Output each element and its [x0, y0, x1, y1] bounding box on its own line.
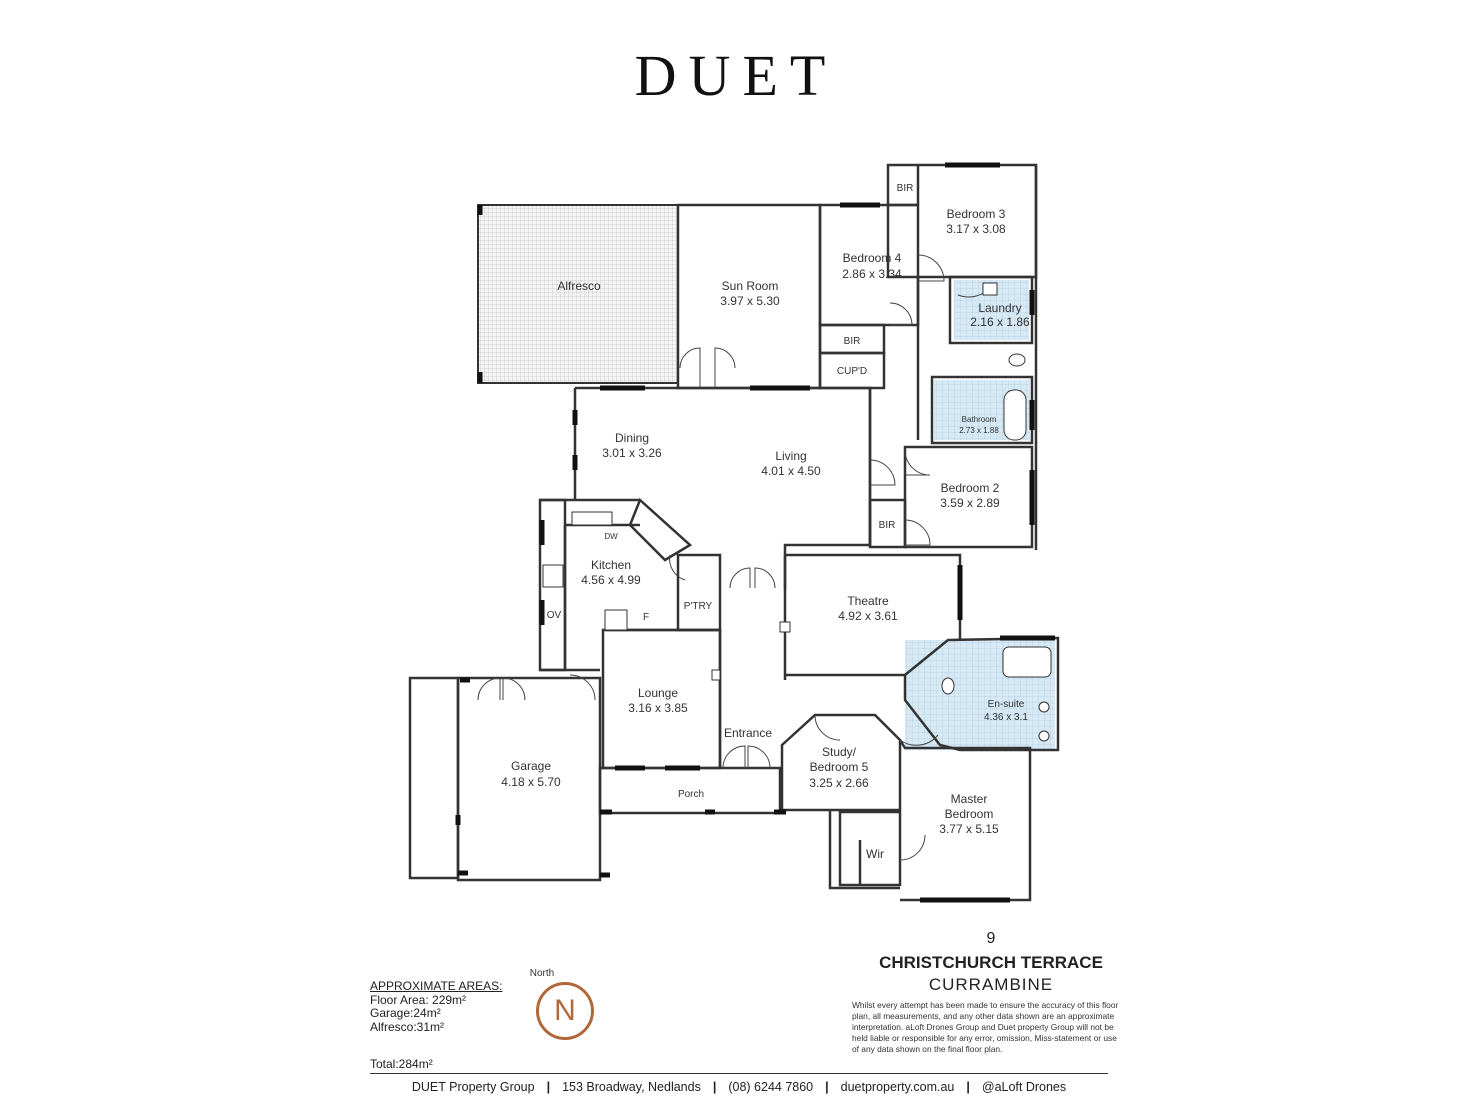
living-label: Living [775, 449, 806, 463]
areas-total: Total:284m² [370, 1057, 433, 1071]
footer-credit: @aLoft Drones [981, 1080, 1067, 1094]
sunroom-label: Sun Room [722, 279, 779, 293]
sunroom-size: 3.97 x 5.30 [720, 294, 780, 308]
footer-separator: | [966, 1080, 970, 1094]
disclaimer-text: Whilst every attempt has been made to en… [852, 1000, 1119, 1054]
footer-separator: | [712, 1080, 717, 1094]
laundry-size: 2.16 x 1.86 [970, 315, 1030, 329]
bed2-label: Bedroom 2 [941, 481, 1000, 495]
fixtures-drawn [542, 282, 1052, 742]
theatre-label: Theatre [847, 594, 889, 608]
study-label-2: Bedroom 5 [810, 760, 869, 774]
study-label-1: Study/ [822, 745, 857, 759]
north-compass-icon: N [536, 982, 594, 1040]
kitchen-size: 4.56 x 4.99 [581, 573, 641, 587]
bed2-size: 3.59 x 2.89 [940, 496, 1000, 510]
bed4-size: 2.86 x 3.34 [842, 267, 902, 281]
bed3-size: 3.17 x 3.08 [946, 222, 1006, 236]
footer: DUET Property Group | 153 Broadway, Nedl… [370, 1080, 1108, 1094]
master-label-1: Master [951, 792, 988, 806]
bir-bed4-label: BIR [844, 336, 861, 347]
approximate-areas: APPROXIMATE AREAS: Floor Area: 229m² Gar… [370, 979, 503, 1034]
cupd-label: CUP'D [837, 366, 867, 377]
kitchen-label: Kitchen [591, 558, 631, 572]
alfresco-area [477, 204, 679, 384]
bed4-label: Bedroom 4 [843, 251, 902, 265]
laundry-label: Laundry [978, 301, 1021, 315]
ov-label: OV [547, 610, 562, 621]
north-label: North [529, 968, 555, 979]
dw-label: DW [604, 532, 618, 541]
garage-label: Garage [511, 759, 551, 773]
walls [408, 163, 1060, 902]
f-label: F [643, 612, 649, 623]
wir-label: Wir [866, 847, 884, 861]
ensuite-label: En-suite [988, 699, 1025, 710]
bathroom-size: 2.73 x 1.88 [959, 426, 999, 435]
windows [455, 162, 1055, 903]
bir-bed2-label: BIR [879, 520, 896, 531]
areas-heading: APPROXIMATE AREAS: [370, 979, 503, 993]
theatre-size: 4.92 x 3.61 [838, 609, 898, 623]
footer-address: 153 Broadway, Nedlands [562, 1080, 701, 1094]
garage-size: 4.18 x 5.70 [501, 775, 561, 789]
entrance-label: Entrance [724, 726, 772, 740]
master-label-2: Bedroom [945, 807, 994, 821]
address-suburb: CURRAMBINE [928, 975, 1054, 994]
compass-letter: N [554, 994, 576, 1027]
footer-website: duetproperty.com.au [840, 1080, 955, 1094]
ensuite-size: 4.36 x 3.1 [984, 712, 1028, 723]
porch-label: Porch [678, 789, 704, 800]
dining-label: Dining [615, 431, 649, 445]
footer-separator: | [546, 1080, 551, 1094]
lounge-label: Lounge [638, 686, 678, 700]
bed3-label: Bedroom 3 [947, 207, 1006, 221]
bathroom-label: Bathroom [962, 415, 997, 424]
dining-size: 3.01 x 3.26 [602, 446, 662, 460]
footer-company: DUET Property Group [411, 1080, 535, 1094]
duet-logo: DUET [634, 43, 838, 108]
ptry-label: P'TRY [684, 601, 713, 612]
footer-separator: | [825, 1080, 829, 1094]
footer-divider [370, 1073, 1108, 1074]
areas-alfresco: Alfresco:31m² [370, 1019, 445, 1034]
alfresco-label: Alfresco [557, 279, 601, 293]
areas-floor: Floor Area: 229m² [370, 992, 467, 1007]
master-size: 3.77 x 5.15 [939, 822, 999, 836]
lounge-size: 3.16 x 3.85 [628, 701, 688, 715]
footer-phone: (08) 6244 7860 [728, 1080, 814, 1094]
living-size: 4.01 x 4.50 [761, 464, 821, 478]
address-number: 9 [986, 930, 996, 947]
bir-top-label: BIR [897, 183, 914, 194]
address-street: CHRISTCHURCH TERRACE [879, 953, 1103, 972]
study-size: 3.25 x 2.66 [809, 776, 869, 790]
areas-garage: Garage:24m² [370, 1006, 441, 1020]
door-swings [477, 254, 989, 861]
